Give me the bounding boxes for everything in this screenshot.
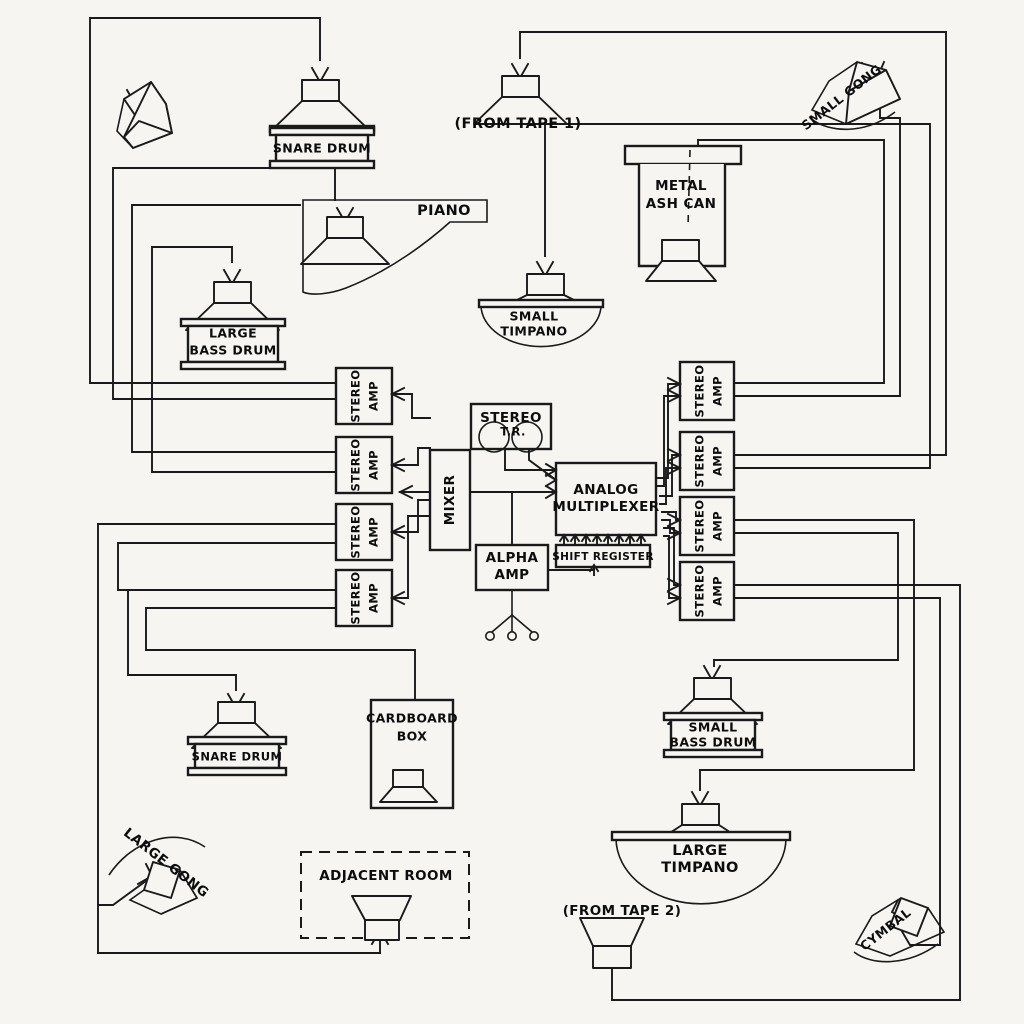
- stereo-amp-right-1-line1: STEREO: [693, 365, 707, 418]
- small-bass-drum-line1: SMALL: [688, 720, 737, 735]
- mixer[interactable]: MIXER: [397, 448, 472, 552]
- small-timpano-line2: TIMPANO: [500, 324, 567, 339]
- small-timpano: SMALL TIMPANO: [477, 273, 605, 348]
- alpha-amp-line1: ALPHA: [486, 550, 539, 566]
- alpha-amp-electrodes: [484, 590, 539, 641]
- stereo-amp-right-3[interactable]: STEREO AMP: [666, 495, 736, 557]
- stereo-amp-left-4[interactable]: STEREO AMP: [334, 568, 406, 628]
- piano: PIANO: [300, 199, 488, 295]
- snare-drum-bottom-label: SNARE DRUM: [192, 750, 283, 764]
- mixer-label: MIXER: [442, 475, 458, 526]
- wire-harness: [89, 17, 961, 1001]
- stereo-amp-right-2-line1: STEREO: [693, 435, 707, 488]
- from-tape-2-label: (FROM TAPE 2): [563, 903, 682, 919]
- snare-drum-top-label: SNARE DRUM: [273, 141, 371, 156]
- stereo-amp-left-1-line1: STEREO: [349, 370, 363, 423]
- stereo-tr-line1: STEREO: [480, 410, 542, 426]
- adjacent-room: ADJACENT ROOM: [300, 851, 470, 941]
- stereo-amp-right-3-line2: AMP: [711, 511, 725, 541]
- cardboard-box-line1: CARDBOARD: [366, 711, 458, 726]
- stereo-amp-left-2[interactable]: STEREO AMP: [334, 435, 406, 495]
- stereo-amp-right-2[interactable]: STEREO AMP: [666, 430, 736, 492]
- large-bass-drum-line1: LARGE: [209, 326, 257, 341]
- small-bass-drum-line2: BASS DRUM: [669, 735, 756, 750]
- analog-multiplexer-line2: MULTIPLEXER: [552, 499, 659, 515]
- stereo-amp-right-1[interactable]: STEREO AMP: [666, 360, 736, 422]
- cymbal: CYMBAL: [853, 897, 946, 963]
- from-tape-1-label: (FROM TAPE 1): [455, 116, 582, 132]
- stereo-amp-left-4-line2: AMP: [367, 583, 381, 613]
- metal-ash-can: METAL ASH CAN: [623, 144, 743, 282]
- large-timpano-line2: TIMPANO: [661, 860, 739, 876]
- shift-register[interactable]: SHIFT REGISTER: [552, 533, 654, 576]
- shift-register-label: SHIFT REGISTER: [552, 551, 654, 563]
- stereo-amp-right-4[interactable]: STEREO AMP: [666, 560, 736, 622]
- large-bass-drum: LARGE BASS DRUM: [179, 281, 287, 371]
- from-tape-1-speaker: (FROM TAPE 1): [455, 75, 582, 132]
- adjacent-room-label: ADJACENT ROOM: [319, 868, 452, 884]
- large-timpano: LARGE TIMPANO: [610, 803, 792, 905]
- small-gong: SMALL GONG: [799, 61, 902, 133]
- stereo-amp-left-3[interactable]: STEREO AMP: [334, 502, 406, 562]
- speaker-unlabeled-top-left: [116, 81, 173, 149]
- stereo-amp-left-1-line2: AMP: [367, 381, 381, 411]
- stereo-amp-left-1[interactable]: STEREO AMP: [334, 366, 406, 426]
- small-bass-drum: SMALL BASS DRUM: [662, 677, 764, 759]
- stereo-amp-right-2-line2: AMP: [711, 446, 725, 476]
- stereo-amp-left-4-line1: STEREO: [349, 572, 363, 625]
- small-timpano-line1: SMALL: [509, 309, 558, 324]
- stereo-amp-left-2-line1: STEREO: [349, 439, 363, 492]
- stereo-tr-line2: T.R.: [500, 425, 526, 439]
- cardboard-box-line2: BOX: [397, 729, 428, 744]
- analog-multiplexer[interactable]: ANALOG MULTIPLEXER: [544, 461, 660, 537]
- cardboard-box: CARDBOARD BOX: [366, 698, 458, 810]
- analog-multiplexer-line1: ANALOG: [573, 482, 638, 498]
- stereo-amp-left-3-line1: STEREO: [349, 506, 363, 559]
- arrowheads: [125, 60, 908, 966]
- alpha-amp-line2: AMP: [495, 567, 530, 583]
- large-gong: LARGE GONG: [108, 825, 212, 915]
- large-bass-drum-line2: BASS DRUM: [189, 343, 276, 358]
- shift-register-control-arrows: [558, 533, 647, 546]
- large-timpano-line1: LARGE: [672, 843, 727, 859]
- stereo-amp-right-3-line1: STEREO: [693, 500, 707, 553]
- metal-ash-can-line1: METAL: [655, 178, 707, 194]
- snare-drum-bottom: SNARE DRUM: [186, 701, 288, 777]
- stereo-amp-right-1-line2: AMP: [711, 376, 725, 406]
- piano-label: PIANO: [417, 203, 471, 219]
- stereo-tr[interactable]: STEREO T.R.: [469, 402, 553, 453]
- stereo-amp-left-2-line2: AMP: [367, 450, 381, 480]
- alpha-amp[interactable]: ALPHA AMP: [474, 543, 550, 641]
- stereo-amp-left-3-line2: AMP: [367, 517, 381, 547]
- stereo-amp-right-4-line2: AMP: [711, 576, 725, 606]
- from-tape-2-speaker: (FROM TAPE 2): [563, 903, 682, 969]
- snare-drum-top: SNARE DRUM: [268, 79, 376, 170]
- metal-ash-can-line2: ASH CAN: [646, 196, 717, 212]
- stereo-amp-right-4-line1: STEREO: [693, 565, 707, 618]
